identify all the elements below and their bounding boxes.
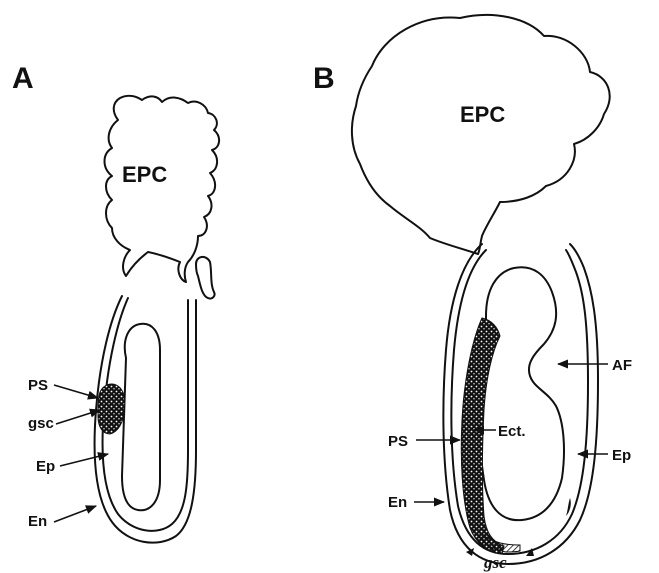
panel-a-en-label: En bbox=[28, 513, 47, 530]
panel-a-epc-outline bbox=[105, 96, 220, 282]
panel-b-en-label: En bbox=[388, 494, 407, 511]
panel-b-epc-label: EPC bbox=[460, 102, 505, 127]
panel-b-letter: B bbox=[313, 62, 335, 95]
panel-a-letter: A bbox=[12, 62, 34, 95]
panel-b-ps-label: PS bbox=[388, 433, 408, 450]
panel-a-side-lobe bbox=[196, 257, 215, 299]
panel-b-gsc-label: gsc bbox=[483, 553, 507, 572]
panel-b-epc-outline bbox=[352, 15, 610, 254]
panel-a: A EPC PS gsc Ep En bbox=[12, 62, 219, 543]
panel-a-gsc-arrow bbox=[56, 410, 100, 424]
panel-a-ps-arrow bbox=[54, 385, 98, 398]
panel-b-af-label: AF bbox=[612, 357, 632, 374]
panel-a-epc-label: EPC bbox=[122, 162, 167, 187]
panel-a-ps-label: PS bbox=[28, 377, 48, 394]
panel-a-gsc-label: gsc bbox=[28, 415, 54, 432]
panel-b-epiblast-mark bbox=[566, 498, 571, 516]
panel-a-ep-arrow bbox=[60, 454, 108, 466]
panel-a-en-arrow bbox=[54, 506, 96, 522]
panel-a-primitive-streak bbox=[98, 384, 125, 434]
panel-b-ep-label: Ep bbox=[612, 447, 631, 464]
panel-b: B EPC AF Ect. PS Ep En gsc bbox=[313, 15, 632, 572]
panel-b-cavity bbox=[478, 267, 564, 520]
panel-a-cavity bbox=[122, 324, 160, 511]
panel-b-ect-label: Ect. bbox=[498, 423, 526, 440]
panel-a-ep-label: Ep bbox=[36, 458, 55, 475]
